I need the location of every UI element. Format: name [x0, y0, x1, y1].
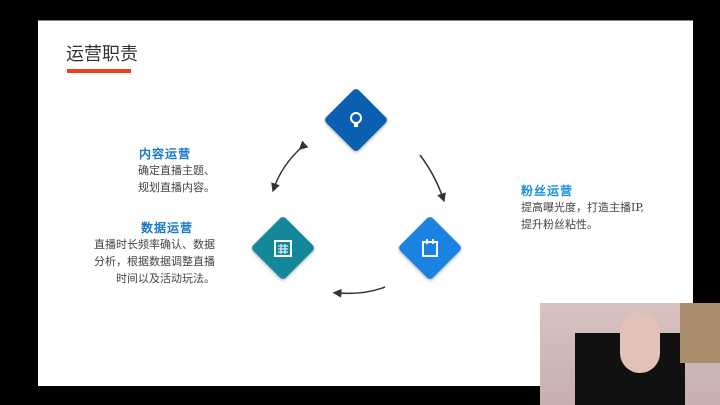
- webcam-overlay: [540, 303, 720, 405]
- calendar-grid-icon: [271, 236, 295, 260]
- content-heading: 内容运营: [139, 147, 192, 161]
- data-heading: 数据运营: [141, 221, 194, 235]
- arrow-bottom: [332, 286, 386, 298]
- arrow-right: [419, 154, 446, 203]
- content-text: 确定直播主题、规划直播内容。: [138, 164, 215, 194]
- title-underline: [67, 69, 131, 73]
- calendar-icon: [418, 236, 442, 260]
- lightbulb-icon: [344, 108, 368, 132]
- presenter-face: [620, 313, 660, 373]
- data-text: 直播时长频率确认、数据分析，根据数据调整直播时间以及活动玩法。: [94, 238, 215, 285]
- arrow-left: [271, 140, 309, 193]
- poster: [680, 303, 720, 363]
- fans-text: 提高曝光度，打造主播IP,提升粉丝粘性。: [521, 201, 645, 231]
- slide-title: 运营职责: [66, 44, 138, 65]
- fans-heading: 粉丝运营: [521, 184, 574, 198]
